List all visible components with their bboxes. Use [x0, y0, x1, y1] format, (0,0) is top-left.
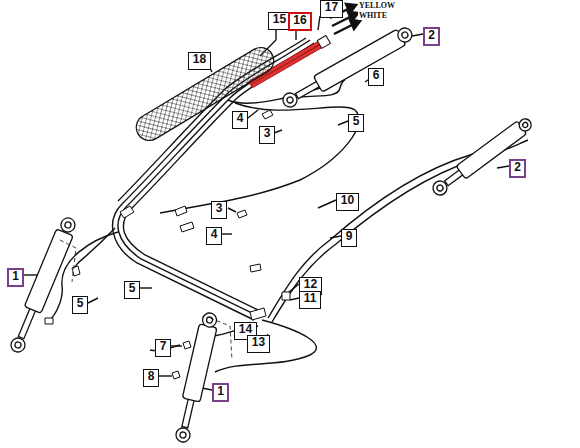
callout-number: 18	[188, 52, 211, 70]
callout-text: 9	[346, 229, 353, 243]
callout-number: 4	[232, 111, 248, 129]
callout-number: 8	[143, 369, 159, 387]
callout-text: 1	[12, 269, 19, 283]
callout-text: 2	[514, 160, 521, 174]
callout-number: 3	[259, 126, 275, 144]
callout-number: 11	[299, 291, 321, 309]
callout-text: 17	[325, 0, 338, 14]
callout-text: 8	[148, 369, 155, 383]
callout-number: 7	[155, 339, 171, 357]
callout-text: 16	[293, 13, 306, 27]
callout-text: 14	[239, 322, 252, 336]
callout-text: 13	[252, 335, 265, 349]
callout-text: 15	[273, 12, 286, 26]
callout-text: 4	[211, 227, 218, 241]
color-note: WHITE	[358, 11, 388, 20]
callout-number: 9	[341, 229, 357, 247]
callout-text: 2	[428, 28, 435, 42]
callout-text: 3	[264, 126, 271, 140]
callout-text: 1	[217, 384, 224, 398]
callout-text: 18	[193, 52, 206, 66]
callout-number: 6	[368, 68, 384, 86]
callout-number: 3	[211, 201, 227, 219]
callout-number: 17	[320, 0, 343, 18]
callout-number: 5	[348, 114, 364, 132]
callout-number: 1	[212, 383, 229, 402]
callout-text: 11	[304, 291, 317, 305]
callout-text: 12	[304, 277, 317, 291]
callout-text: 7	[160, 339, 167, 353]
callout-number: 5	[124, 281, 140, 299]
callout-number: 5	[72, 296, 88, 314]
callout-text: 3	[216, 201, 223, 215]
callout-text: 10	[341, 193, 354, 207]
callout-number: 4	[206, 227, 222, 245]
callout-text: 5	[77, 296, 84, 310]
callout-text: 6	[373, 68, 380, 82]
callout-number: 2	[509, 159, 526, 178]
color-note: YELLOW	[358, 1, 396, 10]
callout-text: 5	[129, 281, 136, 295]
callout-number: 1	[7, 268, 24, 287]
callout-number: 10	[336, 193, 359, 211]
callout-number: 16	[288, 12, 312, 31]
callout-text: 4	[237, 111, 244, 125]
callout-number: 13	[247, 335, 270, 353]
callout-number: 2	[423, 27, 440, 46]
callout-text: 5	[353, 114, 360, 128]
